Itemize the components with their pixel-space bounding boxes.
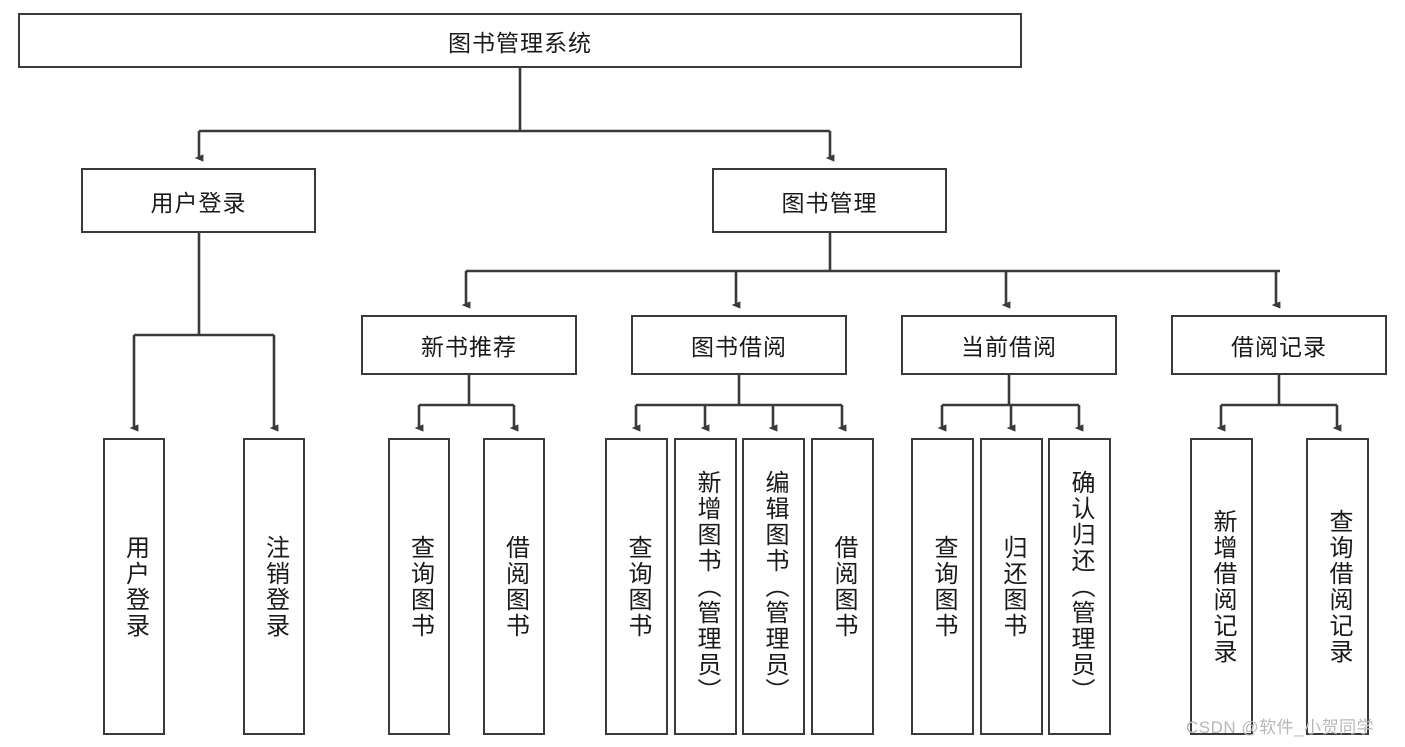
node-label: 查询图书	[929, 534, 957, 639]
node-label: 用户登录	[121, 534, 149, 639]
node-root-book-management-system[interactable]: 图书管理系统	[18, 13, 1022, 68]
node-label: 新增图书（管理员）	[692, 469, 720, 704]
node-label: 当前借阅	[961, 334, 1057, 360]
node-label: 新书推荐	[421, 334, 517, 360]
node-label: 图书借阅	[691, 334, 787, 360]
node-label: 借阅图书	[501, 534, 529, 639]
node-leaf-return-book[interactable]: 归还图书	[980, 438, 1043, 735]
node-leaf-confirm-return-admin[interactable]: 确认归还（管理员）	[1048, 438, 1111, 735]
node-user-login[interactable]: 用户登录	[81, 168, 316, 233]
csdn-watermark: CSDN @软件_小贺同学	[1186, 718, 1375, 737]
node-leaf-borrow-book[interactable]: 借阅图书	[811, 438, 874, 735]
node-label: 归还图书	[998, 534, 1026, 639]
node-label: 编辑图书（管理员）	[760, 469, 788, 704]
node-book-borrow[interactable]: 图书借阅	[631, 315, 847, 375]
node-label: 借阅记录	[1231, 334, 1327, 360]
node-label: 图书管理系统	[448, 29, 592, 56]
node-borrow-record[interactable]: 借阅记录	[1171, 315, 1387, 375]
node-label: 确认归还（管理员）	[1066, 469, 1094, 704]
node-label: 查询图书	[623, 534, 651, 639]
node-leaf-query-book-current[interactable]: 查询图书	[911, 438, 974, 735]
node-leaf-add-book-admin[interactable]: 新增图书（管理员）	[674, 438, 737, 735]
node-label: 用户登录	[150, 189, 247, 216]
node-label: 注销登录	[261, 534, 289, 639]
node-leaf-query-book-recommendation[interactable]: 查询图书	[388, 438, 450, 735]
node-leaf-borrow-book-recommendation[interactable]: 借阅图书	[483, 438, 545, 735]
node-book-management[interactable]: 图书管理	[712, 168, 947, 233]
node-label: 新增借阅记录	[1208, 508, 1236, 665]
node-leaf-logout[interactable]: 注销登录	[243, 438, 305, 735]
node-leaf-edit-book-admin[interactable]: 编辑图书（管理员）	[742, 438, 805, 735]
node-label: 查询借阅记录	[1324, 508, 1352, 665]
node-label: 借阅图书	[829, 534, 857, 639]
node-new-book-recommendation[interactable]: 新书推荐	[361, 315, 577, 375]
node-label: 查询图书	[406, 534, 434, 639]
node-leaf-add-borrow-record[interactable]: 新增借阅记录	[1190, 438, 1253, 735]
node-leaf-query-book-borrow[interactable]: 查询图书	[605, 438, 668, 735]
node-label: 图书管理	[781, 189, 878, 216]
node-leaf-query-borrow-record[interactable]: 查询借阅记录	[1306, 438, 1369, 735]
node-leaf-user-login[interactable]: 用户登录	[103, 438, 165, 735]
node-current-borrow[interactable]: 当前借阅	[901, 315, 1117, 375]
